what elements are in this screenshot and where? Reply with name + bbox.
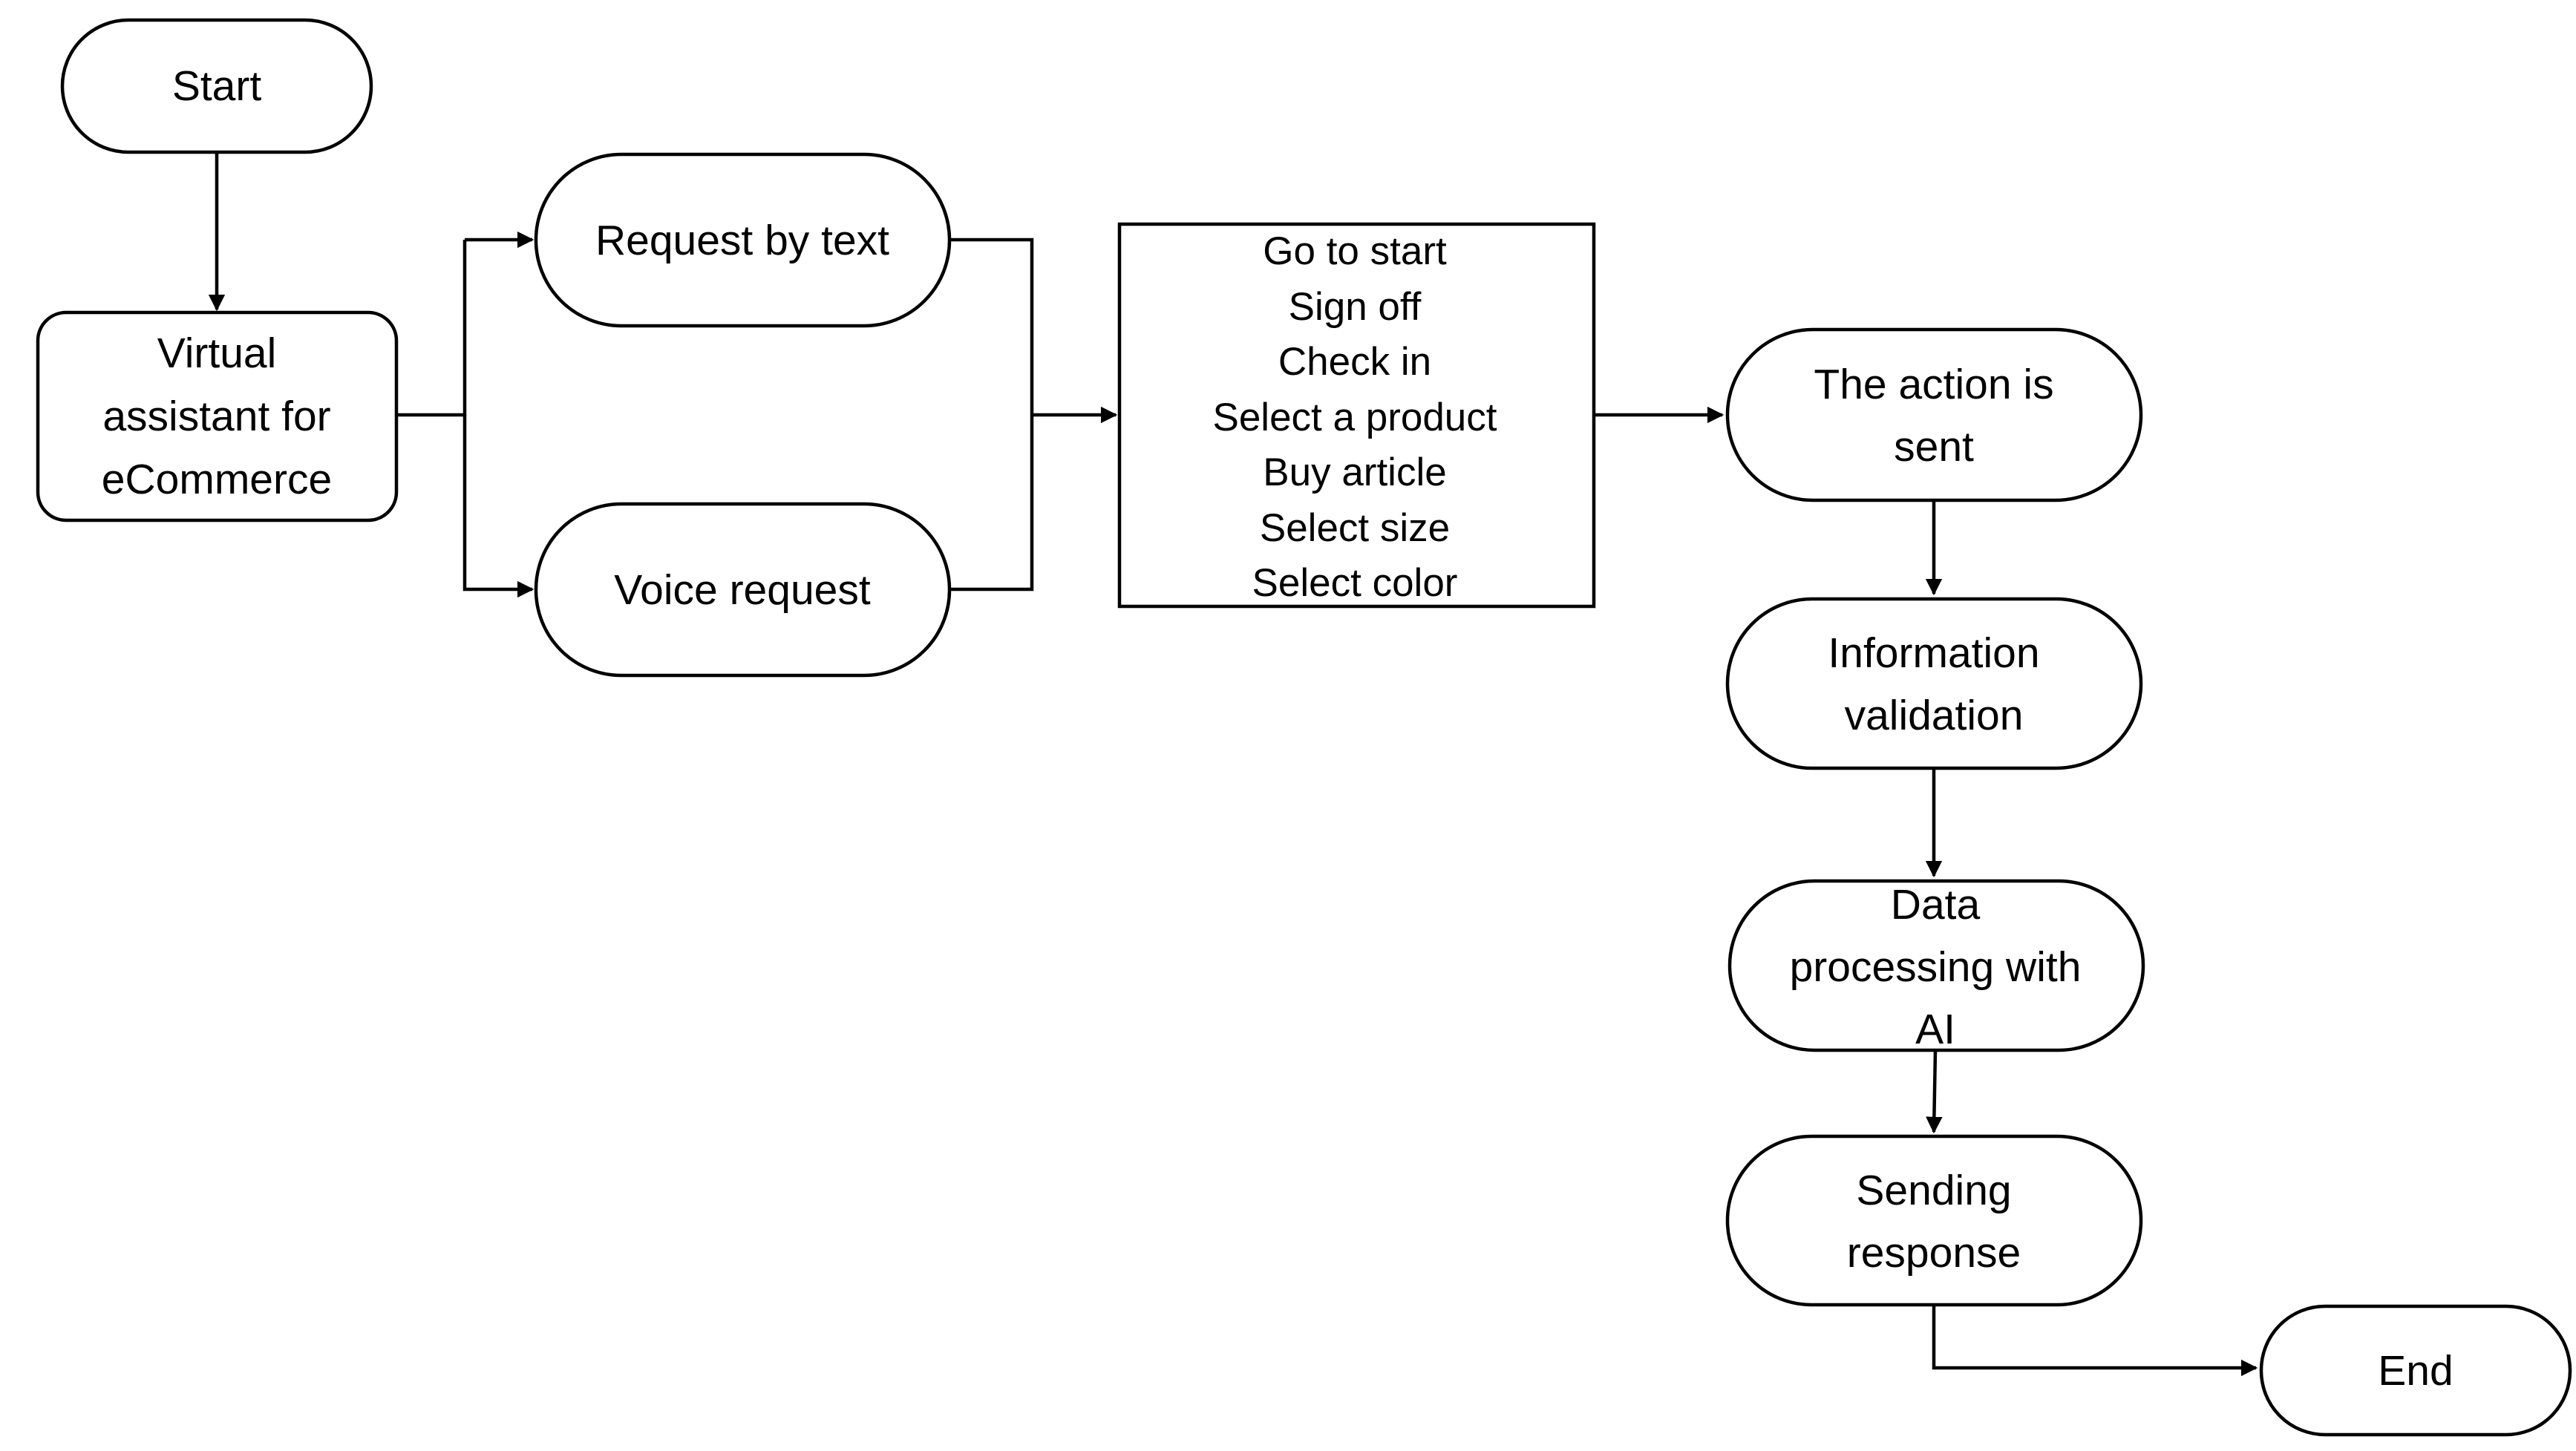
terminal-shape [1725, 597, 2143, 770]
node-end-label: End [2378, 1347, 2453, 1395]
node-data-processing: Data processing with AI [1727, 879, 2145, 1053]
node-data-processing-line-2: processing with [1790, 943, 2082, 991]
process-shape [36, 310, 399, 523]
node-end: End [2259, 1304, 2572, 1437]
action-item-check-in: Check in [1278, 340, 1431, 384]
node-data-processing-line-3: AI [1915, 1006, 1955, 1053]
edge-sending-response-to-end [1932, 1305, 2258, 1377]
action-item-select-color: Select color [1252, 561, 1458, 605]
action-item-select-size: Select size [1260, 506, 1450, 550]
node-info-validation-line-1: Information [1828, 629, 2039, 677]
node-start: Start [60, 18, 373, 154]
terminal-shape [1727, 879, 2145, 1052]
edge-request-text-to-junction [949, 238, 1034, 592]
node-voice-request-label: Voice request [614, 566, 871, 614]
node-virtual-assistant-line-1: Virtual [157, 330, 277, 377]
node-info-validation-line-2: validation [1845, 692, 2024, 739]
node-actions: Go to start Sign off Check in Select a p… [1117, 222, 1596, 609]
terminal-shape [534, 502, 952, 678]
node-request-text: Request by text [534, 152, 952, 328]
process-shape [1117, 222, 1596, 609]
node-data-processing-line-1: Data [1891, 881, 1981, 928]
edge-data-processing-to-sending-response [1926, 1049, 1943, 1134]
node-sending-response-line-2: response [1847, 1229, 2021, 1277]
node-voice-request: Voice request [534, 502, 952, 678]
terminal-shape [534, 152, 952, 328]
node-request-text-label: Request by text [595, 217, 889, 264]
node-sending-response-line-1: Sending [1856, 1167, 2011, 1214]
connectors [208, 152, 2258, 1377]
edge-virtual-assistant-junction [396, 240, 467, 417]
terminal-shape [60, 18, 373, 154]
action-item-select-product: Select a product [1212, 396, 1497, 439]
terminal-shape [2259, 1304, 2572, 1437]
terminal-shape [1725, 1134, 2143, 1307]
node-action-sent-line-2: sent [1894, 423, 1974, 471]
edge-virtual-assistant-to-voice-request [462, 415, 535, 598]
node-start-label: Start [172, 62, 262, 110]
node-info-validation: Information validation [1725, 597, 2143, 770]
node-sending-response: Sending response [1725, 1134, 2143, 1307]
node-virtual-assistant: Virtual assistant for eCommerce [36, 310, 399, 523]
node-virtual-assistant-line-2: assistant for [102, 393, 330, 440]
action-item-buy-article: Buy article [1263, 451, 1446, 494]
action-item-go-to-start: Go to start [1263, 229, 1447, 273]
node-action-sent-line-1: The action is [1814, 361, 2053, 408]
action-item-sign-off: Sign off [1289, 285, 1422, 329]
node-virtual-assistant-line-3: eCommerce [102, 456, 332, 503]
terminal-shape [1725, 327, 2143, 502]
node-action-sent: The action is sent [1725, 327, 2143, 502]
